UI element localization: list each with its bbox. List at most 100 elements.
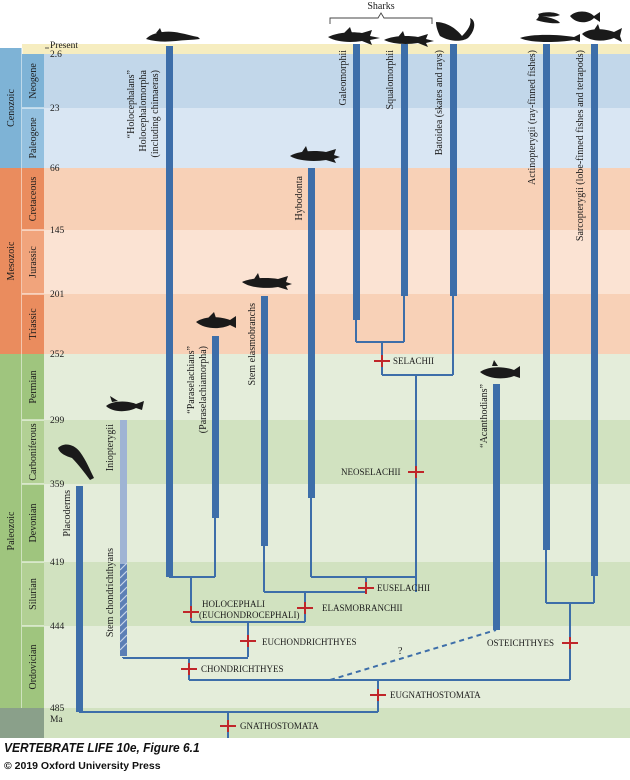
taxon-label-stem-chondrichthyans: Stem chondrichthyans — [105, 548, 116, 637]
lineage-actinopterygii — [543, 44, 550, 550]
sharks-group-label: Sharks — [367, 1, 394, 12]
paraselachian-icon — [196, 312, 236, 329]
placoderm-icon — [58, 444, 94, 480]
lobefin-fish-icon — [582, 24, 622, 42]
uncertain-mark: ? — [398, 646, 403, 657]
band-permian — [22, 354, 630, 420]
lineage-stem-chondrichthyans — [120, 564, 127, 656]
long-fish-icon — [520, 34, 580, 43]
ray-icon — [436, 18, 475, 41]
era-column: Cenozoic Mesozoic Paleozoic — [0, 48, 44, 738]
era-paleozoic-cell — [0, 354, 22, 708]
taxon-label-iniopterygii: Iniopterygii — [105, 424, 116, 471]
taxon-label-squalomorphii: Squalomorphii — [385, 50, 396, 110]
sharks-bracket: Sharks — [329, 1, 433, 24]
age-252: 252 — [50, 350, 65, 360]
copyright-notice: © 2019 Oxford University Press — [4, 760, 161, 772]
eel-icon — [536, 12, 560, 24]
period-label-paleogene: Paleogene — [28, 117, 39, 159]
node-label-gnathostomata: GNATHOSTOMATA — [240, 721, 319, 731]
age-201: 201 — [50, 290, 65, 300]
taxon-label-holocephalans-3: (including chimaeras) — [150, 70, 161, 157]
taxon-label-holocephalans-2: Holocephalomorpha — [138, 69, 149, 151]
chimaera-icon — [146, 28, 200, 42]
period-column: Neogene Paleogene Cretaceous Jurassic Tr… — [22, 54, 44, 708]
age-unit-ma: Ma — [50, 715, 63, 725]
taxon-label-sarcopterygii: Sarcopterygii (lobe-finned fishes and te… — [575, 50, 586, 241]
taxon-label-hybodonta: Hybodonta — [294, 175, 305, 220]
era-cenozoic-cell — [0, 48, 22, 168]
node-label-euchondrichthyes: EUCHONDRICHTHYES — [262, 637, 357, 647]
lineage-hybodonta — [308, 168, 315, 498]
age-axis: Present 2.6 23 66 145 201 252 299 359 41… — [45, 41, 78, 725]
lineage-acanthodians — [493, 384, 500, 630]
age-present: Present — [50, 41, 78, 51]
node-marks — [181, 355, 578, 732]
node-label-selachii: SELACHII — [393, 356, 434, 366]
period-label-silurian: Silurian — [28, 578, 39, 610]
period-label-devonian: Devonian — [28, 504, 39, 543]
period-label-cretaceous: Cretaceous — [28, 177, 39, 222]
age-359: 359 — [50, 480, 65, 490]
period-label-carboniferous: Carboniferous — [28, 423, 39, 480]
squalomorph-shark-icon — [384, 31, 434, 47]
age-299: 299 — [50, 416, 65, 426]
band-triassic — [22, 294, 630, 354]
lineage-holocephalans — [166, 46, 173, 577]
lineage-iniopterygii — [120, 420, 127, 564]
taxon-label-acanthodians: “Acanthodians” — [479, 384, 490, 448]
period-label-permian: Permian — [28, 370, 39, 403]
period-label-jurassic: Jurassic — [28, 246, 39, 278]
band-neogene — [22, 54, 630, 108]
fish-silhouettes — [58, 11, 622, 480]
taxon-label-paraselachians-2: (Paraselachiamorpha) — [198, 346, 209, 433]
stem-elasmobranch-icon — [242, 273, 292, 290]
node-label-neoselachii: NEOSELACHII — [341, 467, 401, 477]
band-jurassic — [22, 230, 630, 294]
node-label-chondrichthyes: CHONDRICHTHYES — [201, 664, 284, 674]
lineage-squalomorphii — [401, 44, 408, 296]
taxon-label-stem-elasmobranchs: Stem elasmobranchs — [247, 303, 258, 386]
age-444: 444 — [50, 622, 65, 632]
node-label-holocephali: HOLOCEPHALI — [202, 599, 265, 609]
node-label-euselachii: EUSELACHII — [377, 583, 430, 593]
lineage-batoidea — [450, 44, 457, 296]
taxon-label-paraselachians-1: “Paraselachians” — [186, 346, 197, 414]
taxon-label-galeomorphii: Galeomorphii — [338, 50, 349, 106]
iniopterygian-icon — [106, 396, 144, 412]
node-label-eugnathostomata: EUGNATHOSTOMATA — [390, 690, 481, 700]
age-2-6: 2.6 — [50, 50, 62, 60]
lineage-bars — [76, 44, 598, 712]
era-label-mesozoic: Mesozoic — [6, 241, 17, 280]
lineage-placoderms — [76, 486, 83, 712]
node-label-osteichthyes: OSTEICHTHYES — [487, 638, 554, 648]
age-485: 485 — [50, 704, 65, 714]
acanthodian-uncertain-link — [329, 629, 497, 681]
ray-finned-fish-icon — [570, 11, 600, 23]
taxon-label-batoidea: Batoidea (skates and rays) — [434, 50, 445, 155]
lineage-paraselachians — [212, 336, 219, 518]
period-label-neogene: Neogene — [28, 63, 39, 99]
age-66: 66 — [50, 164, 60, 174]
node-labels: SELACHII NEOSELACHII EUSELACHII ELASMOBR… — [199, 356, 554, 731]
period-label-ordovician: Ordovician — [28, 645, 39, 690]
era-label-paleozoic: Paleozoic — [6, 511, 17, 550]
taxon-label-actinopterygii: Actinopterygii (ray-finned fishes) — [527, 50, 538, 185]
age-419: 419 — [50, 558, 65, 568]
figure-caption: VERTEBRATE LIFE 10e, Figure 6.1 — [4, 740, 200, 755]
hybodont-shark-icon — [290, 146, 340, 163]
band-recent — [22, 44, 630, 54]
tree-branches — [79, 296, 595, 738]
age-23: 23 — [50, 104, 60, 114]
node-label-euchondrocephali: (EUCHONDROCEPHALI) — [199, 610, 300, 620]
taxon-labels: “Holocephalans” Holocephalomorpha (inclu… — [62, 50, 586, 637]
age-145: 145 — [50, 226, 65, 236]
era-label-cenozoic: Cenozoic — [6, 89, 17, 127]
taxon-label-holocephalans-1: “Holocephalans” — [126, 70, 137, 138]
lineage-stem-elasmobranchs — [261, 296, 268, 546]
ma-cell — [0, 708, 44, 738]
node-label-elasmobranchii: ELASMOBRANCHII — [322, 603, 403, 613]
lineage-galeomorphii — [353, 44, 360, 320]
band-cretaceous — [22, 168, 630, 230]
